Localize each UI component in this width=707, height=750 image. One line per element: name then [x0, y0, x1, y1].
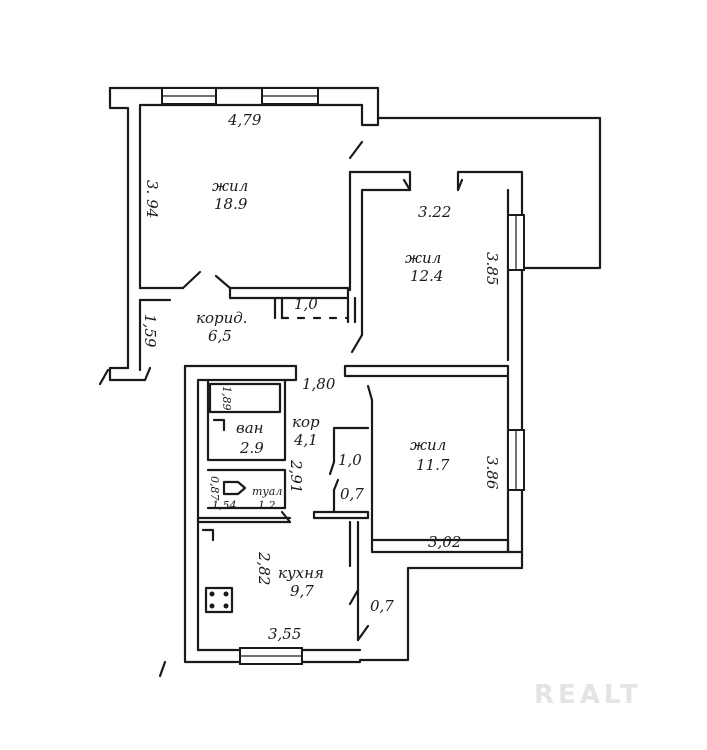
- door-corridor: [181, 270, 232, 290]
- wall-outer-top: [108, 86, 380, 290]
- dim-4-79: 4,79: [228, 111, 262, 129]
- room-area-corridor-2: 4,1: [294, 431, 318, 449]
- wall-room1-bottom-left: [138, 286, 185, 302]
- dim-1-59: 1,59: [141, 314, 159, 348]
- dim-1-0-closet: 1,0: [338, 451, 362, 469]
- wall-wc: [206, 468, 287, 510]
- partition-wardrobe: [273, 296, 357, 324]
- sink-mark: [201, 528, 215, 542]
- dim-0-7-closet: 0,7: [340, 485, 364, 503]
- wall-kitchen-right: [348, 520, 360, 642]
- room-name-living-2: жил: [405, 249, 442, 267]
- dim-3-86: 3.86: [483, 456, 501, 490]
- wall-pantry: [312, 510, 370, 520]
- wall-lower-outline: [358, 550, 524, 662]
- dim-3-85: 3.85: [483, 252, 501, 286]
- room-area-wc: 1.2: [258, 499, 276, 512]
- door-room2: [402, 178, 464, 192]
- dim-3-55: 3,55: [268, 625, 302, 643]
- room-area-living-2: 12.4: [410, 267, 444, 285]
- wall-lower-left-outer: [183, 364, 362, 664]
- room-name-corridor-1: корид.: [196, 309, 248, 327]
- watermark: REALT: [534, 680, 642, 710]
- room-area-bath: 2.9: [240, 439, 264, 457]
- dim-1-54: 1,54: [212, 499, 237, 512]
- room-name-kitchen: кухня: [278, 564, 324, 582]
- door-closet: [328, 460, 340, 492]
- room-name-wc: туал: [252, 485, 283, 498]
- exterior-tick: [158, 660, 167, 678]
- room-area-living-1: 18.9: [214, 195, 248, 213]
- dim-3-94: 3. 94: [143, 180, 161, 219]
- room-name-corridor-2: кор: [292, 413, 320, 431]
- wall-outer-left: [108, 86, 130, 370]
- room-area-kitchen: 9,7: [290, 582, 314, 600]
- wall-middle: [343, 364, 510, 378]
- door-entrance: [98, 366, 152, 386]
- wc-fixture: [222, 480, 247, 496]
- wall-room3-bottom: [370, 398, 510, 554]
- wall-lower-left-top: [183, 364, 298, 652]
- dim-2-82: 2,82: [255, 552, 273, 586]
- room-area-corridor-1: 6,5: [208, 327, 232, 345]
- door-room3: [366, 384, 374, 402]
- bath-fixture-mark: [212, 418, 226, 432]
- dim-2-91: 2,91: [287, 460, 305, 494]
- wall-bath: [206, 378, 287, 462]
- dim-3-22: 3.22: [418, 203, 452, 221]
- room-name-bath: ван: [236, 419, 264, 437]
- stove: [204, 586, 234, 614]
- balcony-outline: [376, 116, 602, 270]
- room-area-living-3: 11.7: [416, 456, 450, 474]
- dim-0-87: 0,87: [208, 476, 221, 501]
- wall-closet: [332, 426, 370, 514]
- door-room2-bottom: [350, 333, 364, 354]
- wall-room2-top: [348, 170, 412, 337]
- wall-left-corridor: [108, 366, 147, 382]
- bathtub: [208, 382, 282, 414]
- door-room1: [348, 140, 364, 160]
- room-name-living-1: жил: [212, 177, 249, 195]
- dim-1-0-wardrobe: 1,0: [294, 295, 318, 313]
- room-name-living-3: жил: [410, 436, 447, 454]
- dim-3-02: 3,02: [428, 533, 462, 551]
- door-pantry: [348, 588, 370, 642]
- wall-room2-top-right: [456, 170, 524, 377]
- dim-1-80: 1,80: [302, 375, 336, 393]
- dim-1-89: 1,89: [220, 386, 233, 411]
- wall-room1-bottom: [228, 286, 350, 300]
- wall-kitchen-top: [196, 516, 292, 524]
- dim-0-7-pantry: 0,7: [370, 597, 394, 615]
- door-kitchen: [280, 510, 292, 524]
